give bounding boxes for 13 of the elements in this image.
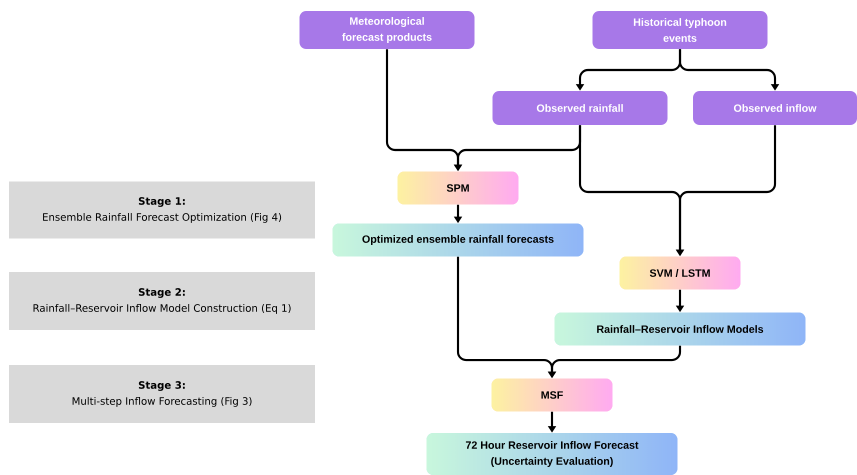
method-box: MSF: [492, 378, 612, 412]
method-box: SVM / LSTM: [620, 256, 740, 290]
result-box: Rainfall–Reservoir Inflow Models: [554, 312, 806, 346]
stage-box: Stage 1: Ensemble Rainfall Forecast Optimization (Fig 4): [9, 182, 315, 238]
input-box: Historical typhoon events: [592, 11, 768, 49]
method-box: SPM: [398, 172, 518, 204]
input-box: Observed rainfall: [492, 91, 668, 125]
result-box: 72 Hour Reservoir Inflow Forecast (Uncertainty Evaluation): [426, 433, 678, 475]
input-box: Meteorological forecast products: [300, 11, 474, 49]
input-box: Observed inflow: [693, 91, 857, 125]
stage-box: Stage 2: Rainfall–Reservoir Inflow Model Construction (Eq 1): [9, 272, 315, 330]
stage-box: Stage 3: Multi-step Inflow Forecasting (Fig 3): [9, 365, 315, 423]
result-box: Optimized ensemble rainfall forecasts: [332, 224, 584, 256]
